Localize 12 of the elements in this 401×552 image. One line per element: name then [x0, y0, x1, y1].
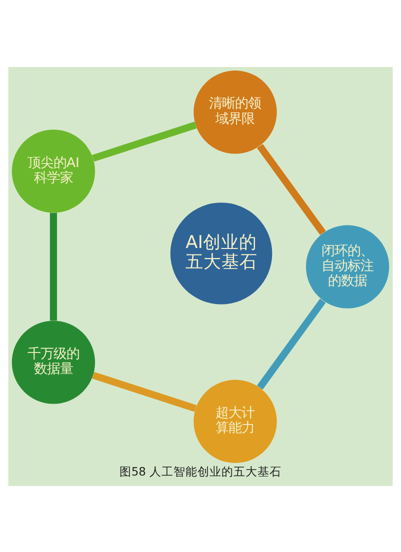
connector — [92, 121, 197, 162]
node-circle: 闭环的、自动标注的数据 — [306, 224, 390, 308]
connector — [257, 144, 326, 234]
node-circle: 超大计算能力 — [194, 379, 277, 462]
node-circle: 千万级的数据量 — [12, 320, 96, 404]
node-circle: 清晰的领域界限 — [194, 70, 277, 154]
connector — [50, 212, 57, 320]
caption: 图58 人工智能创业的五大基石 — [119, 464, 282, 478]
connector — [92, 371, 197, 412]
connector — [256, 298, 326, 390]
node-circle: AI创业的五大基石 — [170, 202, 272, 304]
node-circle: 顶尖的AI科学家 — [12, 129, 96, 212]
